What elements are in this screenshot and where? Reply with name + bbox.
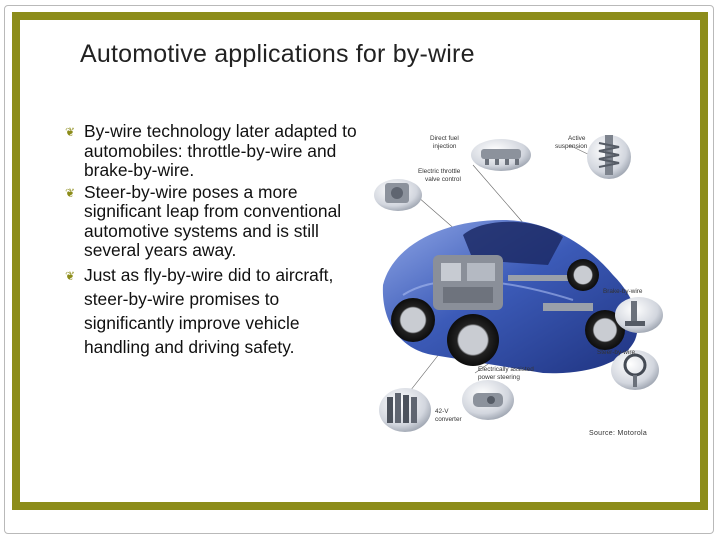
bullet-item: ❦ Steer-by-wire poses a more significant… <box>63 181 363 261</box>
power-steering-icon <box>473 393 503 407</box>
figure-labels: Direct fuel injection Active suspension … <box>418 135 643 423</box>
brake-pedal-icon <box>625 301 645 326</box>
suspension-spring-icon <box>598 135 620 175</box>
label-42v-converter-2: converter <box>435 416 463 423</box>
label-direct-fuel-injection-2: injection <box>433 143 457 150</box>
wheels <box>391 259 625 366</box>
bullet-item: ❦ By-wire technology later adapted to au… <box>63 121 363 181</box>
label-brake-by-wire: Brake-by-wire <box>603 288 643 295</box>
label-42v-converter: 42-V <box>435 408 449 415</box>
bullet-text: By-wire technology later adapted to auto… <box>84 121 357 180</box>
steering-wheel-icon <box>623 353 647 387</box>
label-power-steering: Electrically assisted <box>478 366 534 373</box>
bullet-text: Just as fly-by-wire did to aircraft, ste… <box>84 264 334 357</box>
label-direct-fuel-injection: Direct fuel <box>430 135 459 142</box>
label-power-steering-2: power steering <box>478 374 520 381</box>
label-active-suspension-2: suspension <box>555 143 588 150</box>
leaf-bullet-icon: ❦ <box>65 125 76 139</box>
bullet-text: Steer-by-wire poses a more significant l… <box>84 181 342 260</box>
bullet-item: ❦ Just as fly-by-wire did to aircraft, s… <box>63 263 363 359</box>
label-steer-by-wire: Steer-by-wire <box>597 349 635 356</box>
leaf-bullet-icon: ❦ <box>65 185 76 200</box>
car-illustration: Direct fuel injection Active suspension … <box>374 135 663 432</box>
fuel-injector-icon <box>481 149 521 165</box>
engine-cutaway <box>433 255 593 311</box>
label-electric-throttle-2: valve control <box>425 176 461 183</box>
figure-source-credit: Source: Motorola <box>589 430 648 437</box>
converter-heatsink-icon <box>387 393 417 423</box>
bullet-list: ❦ By-wire technology later adapted to au… <box>63 121 363 359</box>
leaf-bullet-icon: ❦ <box>65 268 76 283</box>
component-discs <box>374 135 663 432</box>
throttle-valve-icon <box>385 183 409 203</box>
slide-title: Automotive applications for by-wire <box>80 40 475 68</box>
car-cutaway-figure: Direct fuel injection Active suspension … <box>373 125 665 445</box>
label-electric-throttle: Electric throttle <box>418 168 461 175</box>
label-active-suspension: Active <box>568 135 586 142</box>
